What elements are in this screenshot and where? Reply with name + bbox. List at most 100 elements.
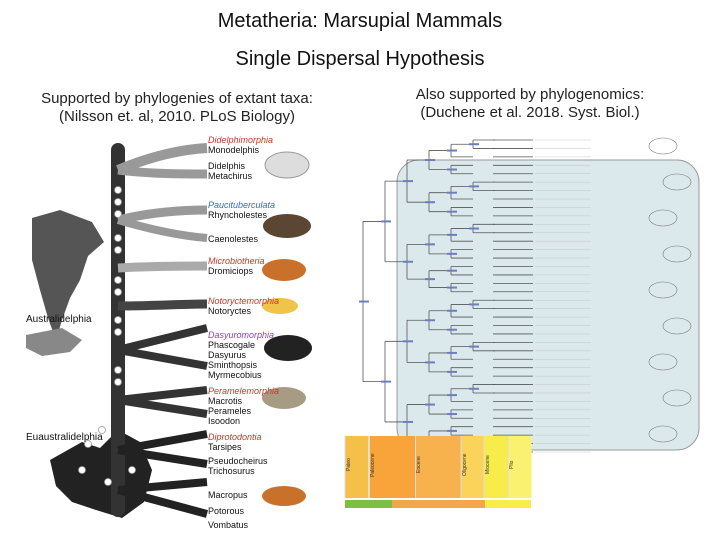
taxon-label: Tarsipes: [208, 442, 242, 452]
right-caption-line1: Also supported by phylogenomics:: [415, 86, 645, 103]
australasian-clade-panel: [396, 159, 700, 451]
devil-illustration: [264, 335, 312, 361]
left-caption-line2: (Nilsson et. al, 2010. PLoS Biology): [59, 108, 295, 125]
animal-sketch: [648, 353, 678, 371]
order-label: Diprotodontia: [208, 432, 262, 442]
south-america-map: [32, 210, 104, 340]
taxon-label: Macropus: [208, 490, 248, 500]
order-label: Notoryctemorphia: [208, 296, 280, 306]
cladogram-graphic: [26, 143, 312, 518]
node-age-bar: [403, 340, 413, 343]
shrew-opossum-illustration: [263, 214, 311, 238]
phylogenomic-graphic: [359, 137, 700, 453]
node-age-bar: [447, 351, 457, 354]
left-caption: Supported by phylogenies of extant taxa:…: [18, 90, 336, 126]
clade-paucituberculata: Paucituberculata Rhyncholestes Caenolest…: [208, 200, 275, 244]
clade-peramelemorphia: Peramelemorphia Macrotis Perameles Isood…: [208, 386, 279, 426]
animal-sketch: [648, 425, 678, 443]
dispersal-dots: [78, 186, 136, 486]
opossum-illustration: [264, 151, 310, 179]
animal-sketch: [662, 173, 692, 191]
right-caption: Also supported by phylogenomics: (Duchen…: [380, 86, 680, 122]
node-age-bar: [469, 345, 479, 348]
taxon-label: Isoodon: [208, 416, 241, 426]
node-age-bar: [447, 233, 457, 236]
epoch-band: Paleo: [345, 436, 369, 498]
node-age-bar: [403, 420, 413, 423]
taxon-label: Dasyurus: [208, 350, 247, 360]
node-age-bar: [403, 180, 413, 183]
bandicoot-illustration: [262, 387, 306, 409]
taxon-label: Didelphis: [208, 161, 246, 171]
node-age-bar: [447, 210, 457, 213]
animal-sketch: [648, 209, 678, 227]
taxon-label: Phascogale: [208, 340, 256, 350]
animal-sketch: [648, 281, 678, 299]
epoch-band: Oligocene: [460, 436, 484, 498]
node-age-bar: [425, 403, 435, 406]
node-age-bar: [469, 143, 479, 146]
node-age-bar: [447, 269, 457, 272]
australidelphia-label: Australidelphia: [26, 314, 92, 325]
taxon-label: Sminthopsis: [208, 360, 258, 370]
clade-notoryctemorphia: Notoryctemorphia Notoryctes: [208, 296, 279, 316]
tip-label-lines: [535, 139, 591, 453]
monito-illustration: [262, 259, 306, 281]
taxon-label: Myrmecobius: [208, 370, 262, 380]
taxon-label: Perameles: [208, 406, 252, 416]
euaustralidelphia-label: Euaustralidelphia: [26, 432, 103, 443]
order-label: Didelphimorphia: [208, 135, 274, 145]
left-caption-line1: Supported by phylogenies of extant taxa:: [41, 90, 313, 107]
epoch-band: Eocene: [414, 436, 461, 498]
epoch-band: Miocene: [484, 436, 508, 498]
node-age-bar: [403, 260, 413, 263]
taxon-label: Vombatus: [208, 520, 249, 530]
node-age-bar: [447, 286, 457, 289]
animal-doodles: [648, 137, 692, 443]
node-age-bar: [447, 252, 457, 255]
taxon-label: Caenolestes: [208, 234, 259, 244]
taxon-label: Dromiciops: [208, 266, 254, 276]
node-age-bar: [447, 328, 457, 331]
page-title: Metatheria: Marsupial Mammals: [217, 10, 503, 32]
node-age-bar: [447, 191, 457, 194]
node-age-bar: [469, 227, 479, 230]
node-age-bar: [447, 370, 457, 373]
node-age-bar: [425, 361, 435, 364]
right-caption-line2: (Duchene et al. 2018. Syst. Biol.): [420, 104, 640, 121]
taxon-label: Monodelphis: [208, 145, 260, 155]
order-label: Peramelemorphia: [208, 386, 280, 396]
node-age-bar: [469, 387, 479, 390]
clade-diprotodontia: Diprotodontia Tarsipes Pseudocheirus Tri…: [208, 432, 268, 530]
order-label: Paucituberculata: [208, 200, 276, 210]
kangaroo-illustration: [262, 486, 306, 506]
order-label: Microbiotheria: [208, 256, 265, 266]
node-age-bar: [469, 185, 479, 188]
clade-dasyuromorphia: Dasyuromorphia Phascogale Dasyurus Smint…: [208, 330, 274, 380]
node-age-bar: [381, 220, 391, 223]
page-subtitle: Single Dispersal Hypothesis: [235, 48, 485, 70]
node-age-bar: [469, 303, 479, 306]
taxon-label: Potorous: [208, 506, 245, 516]
node-age-bar: [425, 159, 435, 162]
node-age-bar: [425, 243, 435, 246]
node-age-bar: [425, 319, 435, 322]
node-age-bar: [447, 309, 457, 312]
clade-microbiotheria: Microbiotheria Dromiciops: [208, 256, 265, 276]
epoch-band: Plio: [507, 436, 531, 498]
node-age-bar: [447, 149, 457, 152]
animal-sketch: [662, 389, 692, 407]
node-age-bar: [447, 413, 457, 416]
node-age-bar: [359, 300, 369, 303]
taxon-label: Metachirus: [208, 171, 253, 181]
animal-sketch: [662, 245, 692, 263]
node-age-bar: [447, 168, 457, 171]
taxon-label: Macrotis: [208, 396, 243, 406]
node-age-bar: [447, 394, 457, 397]
node-age-bar: [425, 278, 435, 281]
mole-illustration: [262, 298, 298, 314]
taxon-label: Notoryctes: [208, 306, 252, 316]
antarctica-map: [26, 328, 82, 356]
